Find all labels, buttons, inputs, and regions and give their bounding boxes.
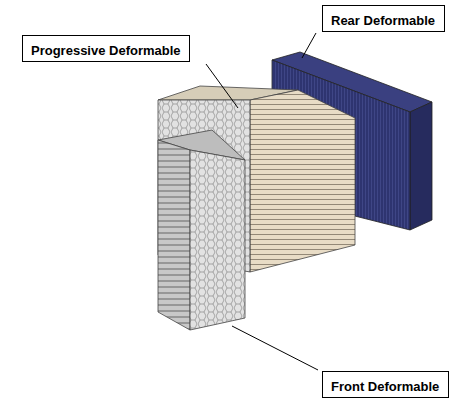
callout-label: Rear Deformable [331,13,435,28]
callout-label: Progressive Deformable [31,43,181,58]
callout-label: Front Deformable [331,379,439,394]
callout-box: Progressive Deformable [22,35,190,62]
callout-box: Front Deformable [322,371,449,398]
callout-box: Rear Deformable [322,5,445,32]
